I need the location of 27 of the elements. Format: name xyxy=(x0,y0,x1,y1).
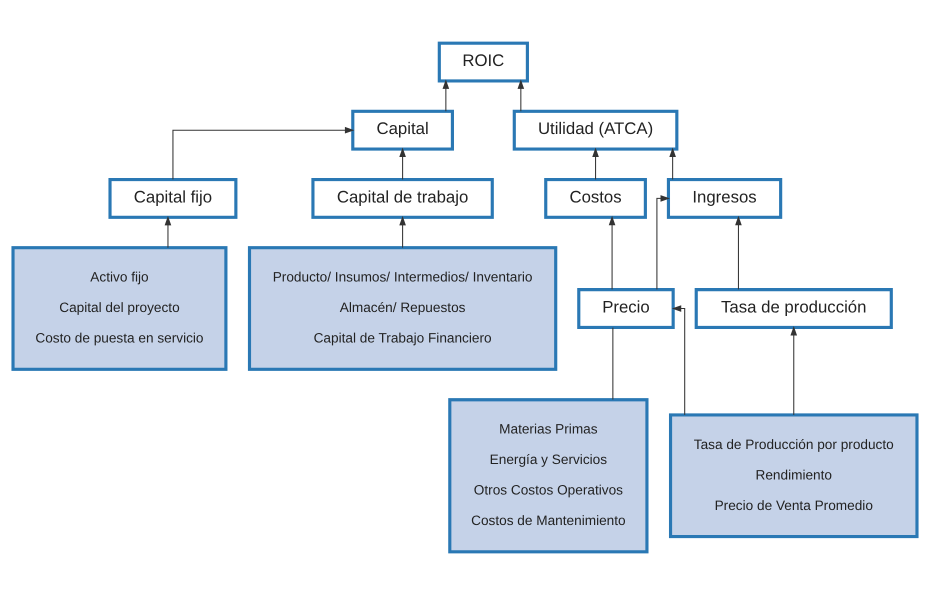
node-box: ROIC xyxy=(438,41,529,82)
arrow xyxy=(164,215,172,248)
node-box: Capital de trabajo xyxy=(311,177,494,218)
arrow xyxy=(656,194,670,289)
arrow xyxy=(735,215,742,289)
arrow xyxy=(442,78,450,111)
arrow xyxy=(669,147,676,179)
node-box: Ingresos xyxy=(666,177,782,218)
node-box: Tasa de Producción por producto Rendimiento Precio de Venta Promedio xyxy=(668,412,919,538)
arrow xyxy=(672,304,686,414)
node-box: Costos xyxy=(544,177,647,218)
node-box: Capital fijo xyxy=(108,177,238,218)
node-box: Tasa de producción xyxy=(694,288,893,328)
node-box: Utilidad (ATCA) xyxy=(512,109,678,150)
connector xyxy=(612,327,614,399)
arrow xyxy=(592,147,599,179)
arrow xyxy=(172,126,354,179)
node-box: Capital xyxy=(351,109,454,150)
arrow xyxy=(518,78,524,111)
arrow xyxy=(399,147,406,179)
node-box: Precio xyxy=(577,288,675,328)
node-box: Producto/ Insumos/ Intermedios/ Inventario Almacén/ Repuestos Capital de Trabajo Financiero xyxy=(248,246,558,370)
node-box: Activo fijo Capital del proyecto Costo de puesta en servicio xyxy=(11,246,228,370)
arrow xyxy=(790,326,798,414)
node-box: Materias Primas Energía y Servicios Otros Costos Operativos Costos de Mantenimiento xyxy=(448,398,649,553)
arrow xyxy=(399,215,406,248)
arrow xyxy=(608,215,616,289)
